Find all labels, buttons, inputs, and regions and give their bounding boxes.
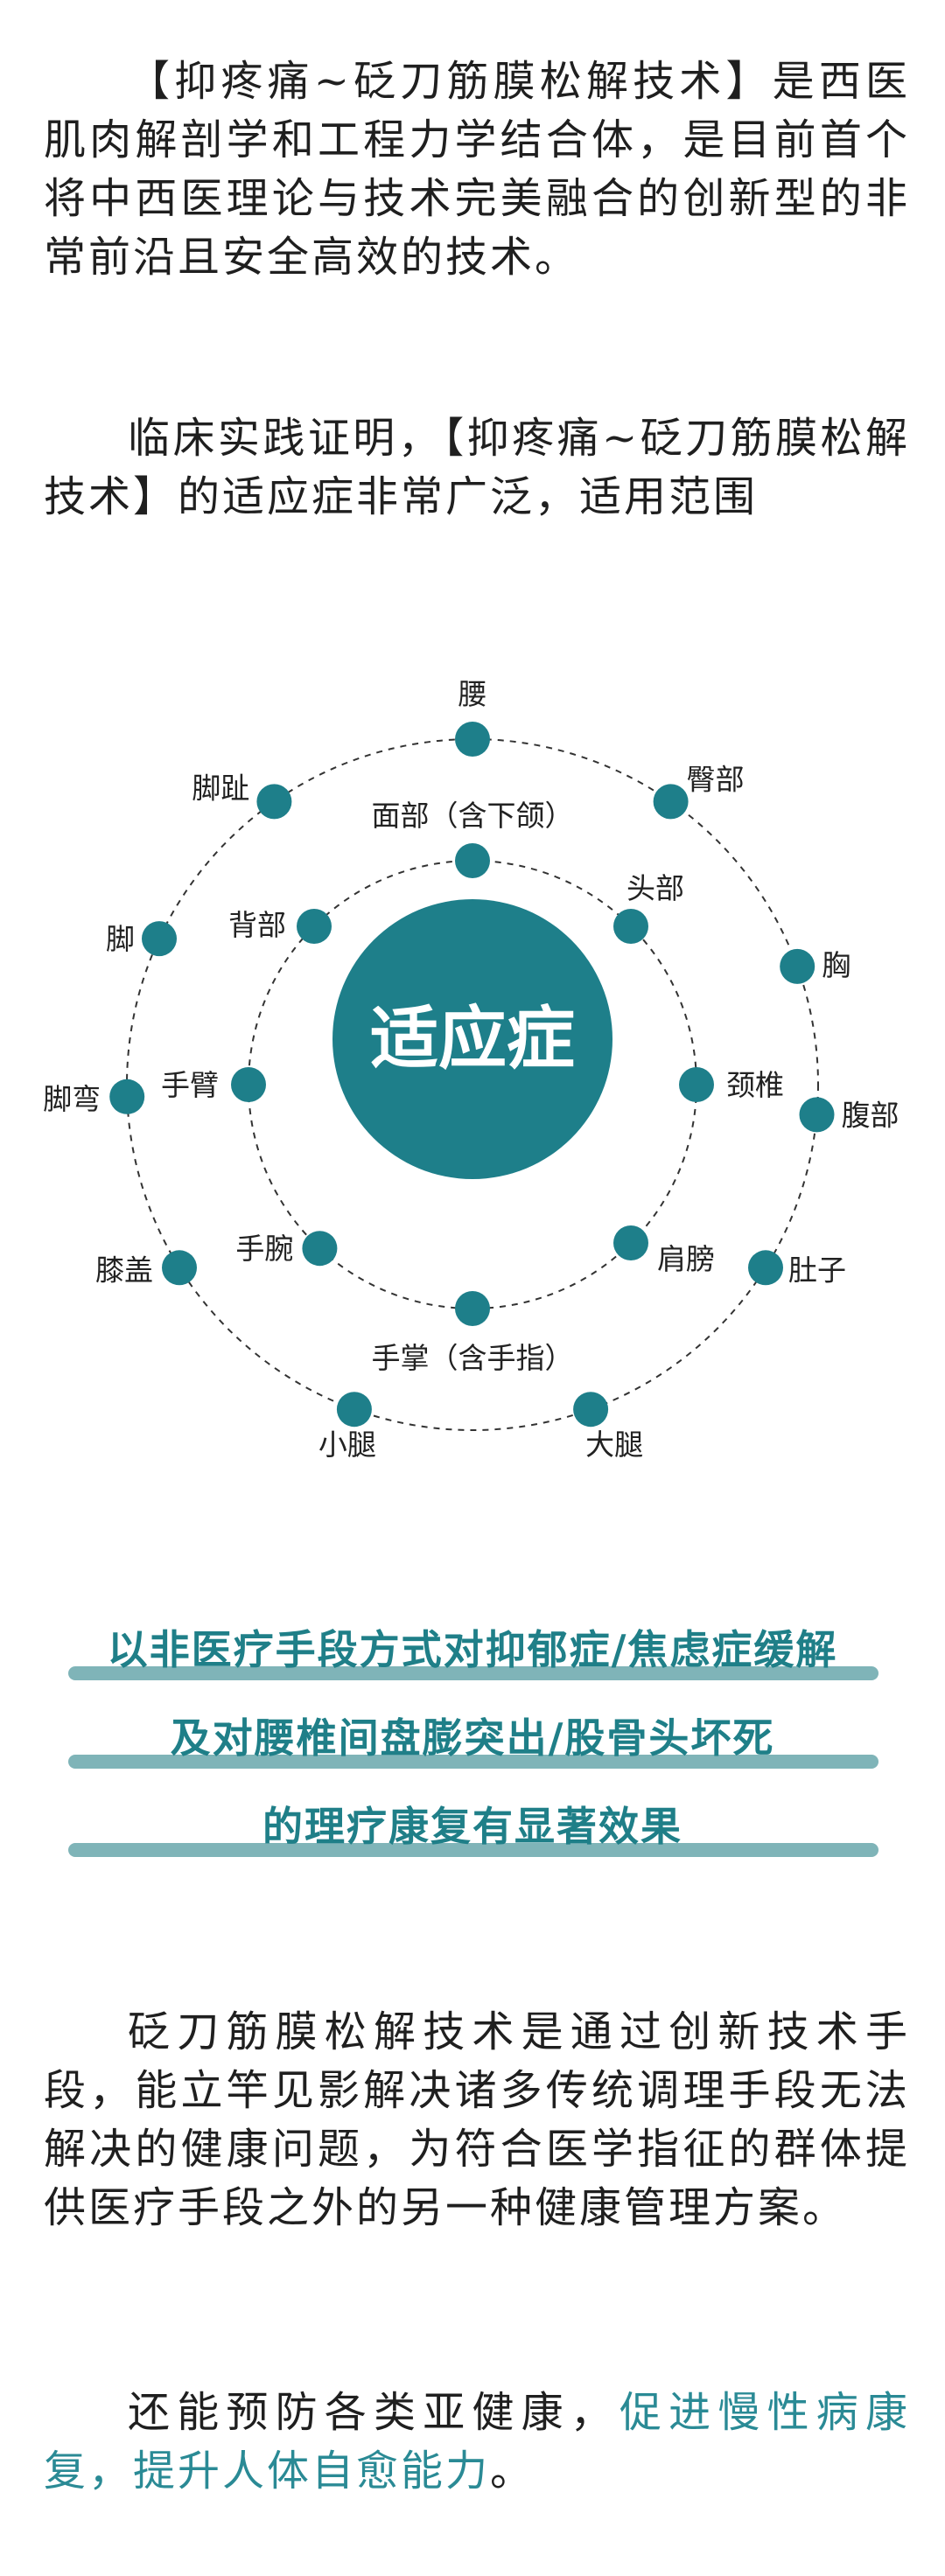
highlight-bar-1 [68,1666,878,1680]
inner-node-3 [613,1225,648,1260]
outer-ring [126,738,819,1431]
outer-label-3: 腹部 [842,1098,900,1132]
outer-node-0 [455,722,490,757]
inner-label-7: 背部 [228,908,286,942]
center-label: 适应症 [370,1000,575,1079]
inner-label-1: 头部 [626,871,684,905]
paragraph-4-highlight: 促进慢性病康复，提升人体自愈能力 [44,2388,910,2496]
outer-label-4: 肚子 [788,1253,846,1287]
highlight-bar-2 [68,1755,878,1769]
outer-label-7: 膝盖 [95,1253,153,1287]
inner-node-1 [613,909,648,944]
highlight-bar-3 [68,1843,878,1857]
inner-node-2 [679,1067,714,1102]
outer-label-6: 小腿 [318,1428,376,1461]
outer-node-2 [780,948,816,984]
inner-label-3: 肩膀 [657,1242,715,1276]
inner-label-6: 手臂 [161,1068,219,1102]
outer-node-6 [336,1392,372,1428]
intro-paragraph-1: 【抑疼痛~砭刀筋膜松解技术】是西医肌肉解剖学和工程力学结合体，是目前首个将中西医… [44,57,910,282]
outer-label-9: 脚 [106,922,135,956]
inner-node-4 [455,1291,490,1326]
paragraph-4-end: 。 [490,2447,536,2496]
indications-diagram: 适应症 腰臀部胸腹部肚子大腿 小腿 膝盖 脚弯 脚 脚趾 面部（含下颌） 头部颈椎肩膀手掌（… [0,639,945,1461]
outer-node-5 [573,1392,609,1428]
outer-node-4 [748,1250,783,1286]
outer-node-8 [109,1079,145,1114]
inner-label-4: 手掌（含手指） [372,1341,574,1375]
outer-label-0: 腰 [458,677,487,711]
outer-node-1 [653,784,689,820]
intro-paragraph-2: 临床实践证明，【抑疼痛~砭刀筋膜松解技术】的适应症非常广泛，适用范围 [44,414,910,521]
outer-label-1: 臀部 [687,762,745,796]
outer-label-5: 大腿 [585,1428,643,1461]
highlight-line-1: 以非医疗手段方式对抑郁症/焦虑症缓解 [107,1626,838,1673]
paragraph-4-plain: 还能预防各类亚健康， [128,2388,620,2437]
center-circle [332,899,612,1179]
highlight-line-2: 及对腰椎间盘膨突出/股骨头坏死 [170,1714,775,1762]
body-paragraph-3: 砭刀筋膜松解技术是通过创新技术手段，能立竿见影解决诸多传统调理手段无法解决的健康… [44,2007,910,2232]
inner-label-2: 颈椎 [726,1068,784,1102]
outer-node-7 [162,1250,197,1286]
inner-node-6 [231,1067,266,1102]
inner-label-5: 手腕 [235,1232,293,1266]
outer-node-3 [799,1097,835,1133]
body-paragraph-4: 还能预防各类亚健康，促进慢性病康复，提升人体自愈能力。 [44,2384,910,2501]
outer-label-8: 脚弯 [43,1082,101,1116]
outer-label-2: 胸 [822,948,850,982]
inner-node-0 [455,843,490,878]
outer-node-10 [256,784,292,820]
outer-label-10: 脚趾 [192,771,249,805]
inner-label-0: 面部（含下颌） [372,799,574,833]
inner-node-5 [302,1231,338,1267]
inner-node-7 [297,909,332,944]
outer-node-9 [142,921,177,957]
highlight-line-3: 的理疗康复有显著效果 [262,1803,682,1850]
